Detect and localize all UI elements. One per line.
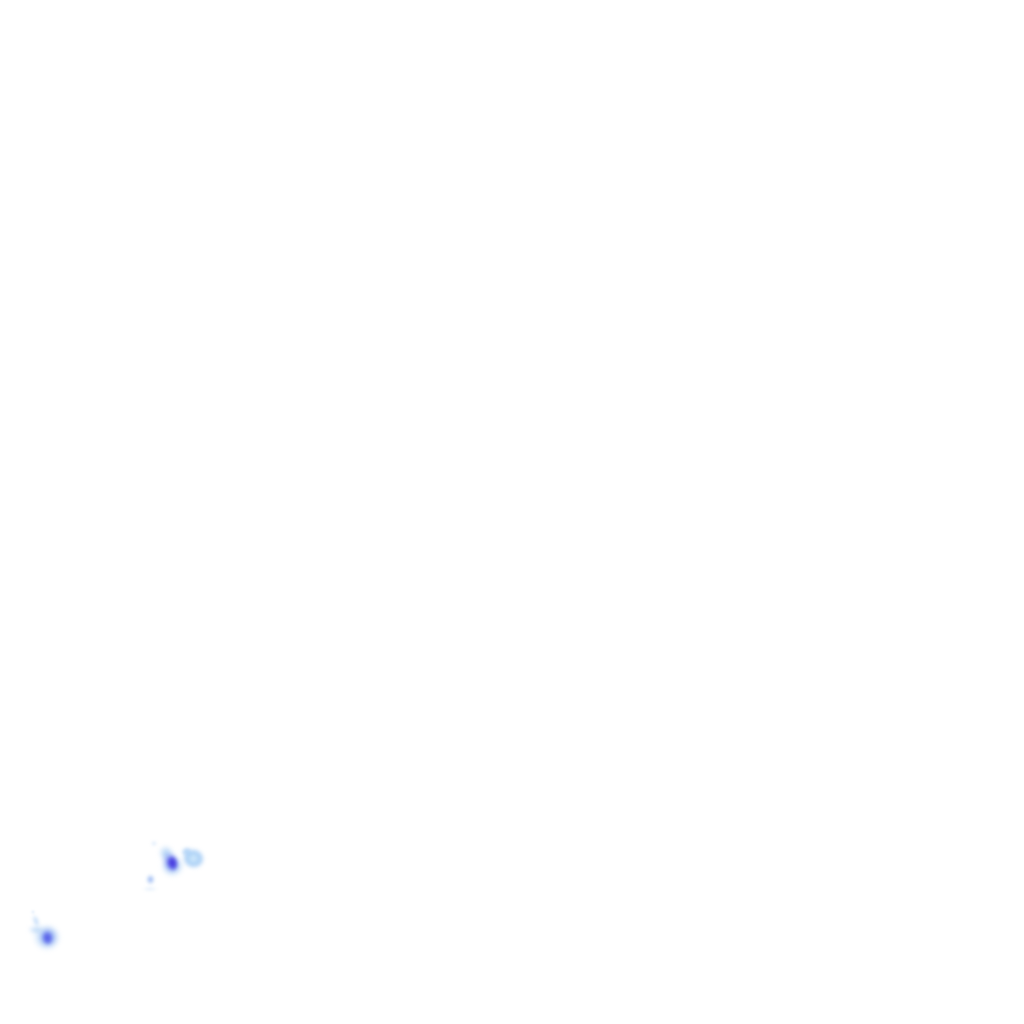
precipitation-cell-a-ring-lobe	[179, 845, 193, 858]
precipitation-cell-b-tail	[30, 913, 42, 929]
precipitation-cell-b-mid	[38, 927, 58, 947]
precipitation-cell-b-arm	[27, 925, 45, 934]
precipitation-cell-a-mid	[160, 849, 182, 875]
precipitation-cell-a-halo-upper	[155, 842, 177, 866]
precipitation-cell-b-tail-speck	[30, 910, 36, 914]
precipitation-cell-a-core	[164, 853, 180, 873]
precipitation-cell-a-ring-outer	[180, 846, 206, 870]
precipitation-cell-a-smudge	[142, 886, 158, 891]
precipitation-cell-b-halo	[33, 923, 61, 951]
precipitation-cell-a-top-speck	[151, 840, 157, 846]
precipitation-cell-a-dot	[145, 873, 155, 885]
precipitation-cell-b-core	[40, 929, 54, 945]
precipitation-cell-a-halo-lower	[160, 855, 184, 877]
